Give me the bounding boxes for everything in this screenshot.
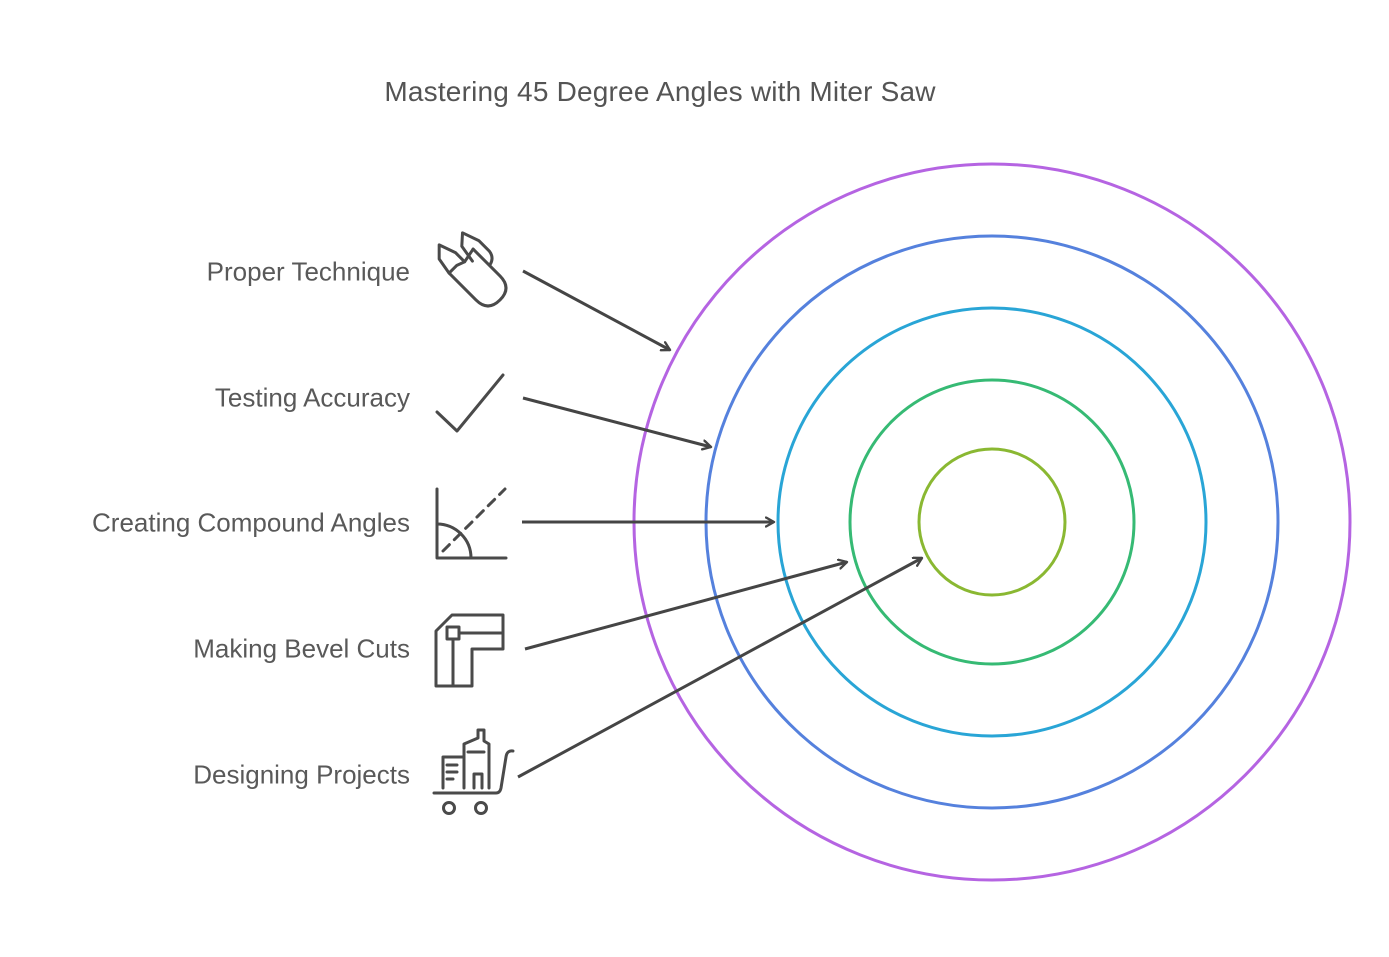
ring-third: [776, 306, 1208, 738]
ring-innermost: [917, 447, 1067, 597]
label-row-making-bevel-cuts: Making Bevel Cuts: [193, 634, 410, 665]
item-label: Creating Compound Angles: [92, 507, 410, 538]
checkmark-icon: [435, 373, 505, 433]
ring-fourth: [848, 378, 1136, 666]
ring-second: [704, 234, 1280, 810]
label-row-proper-technique: Proper Technique: [207, 257, 410, 288]
arrow-1: [522, 396, 711, 447]
connector-arrows: [517, 269, 922, 779]
angle-45-icon: [435, 487, 508, 560]
arrow-3: [524, 562, 847, 651]
label-row-creating-compound-angles: Creating Compound Angles: [92, 508, 410, 539]
project-cart-icon: [432, 728, 515, 815]
corner-molding-icon: [434, 613, 505, 688]
item-label: Designing Projects: [193, 759, 410, 790]
utility-knife-icon: [437, 231, 508, 308]
item-label: Testing Accuracy: [214, 382, 410, 413]
arrow-4: [517, 558, 922, 779]
item-label: Making Bevel Cuts: [193, 633, 410, 664]
label-row-designing-projects: Designing Projects: [193, 760, 410, 791]
label-row-testing-accuracy: Testing Accuracy: [215, 383, 410, 414]
page-title: Mastering 45 Degree Angles with Miter Sa…: [384, 76, 936, 107]
arrow-0: [522, 269, 670, 350]
item-label: Proper Technique: [206, 256, 410, 287]
